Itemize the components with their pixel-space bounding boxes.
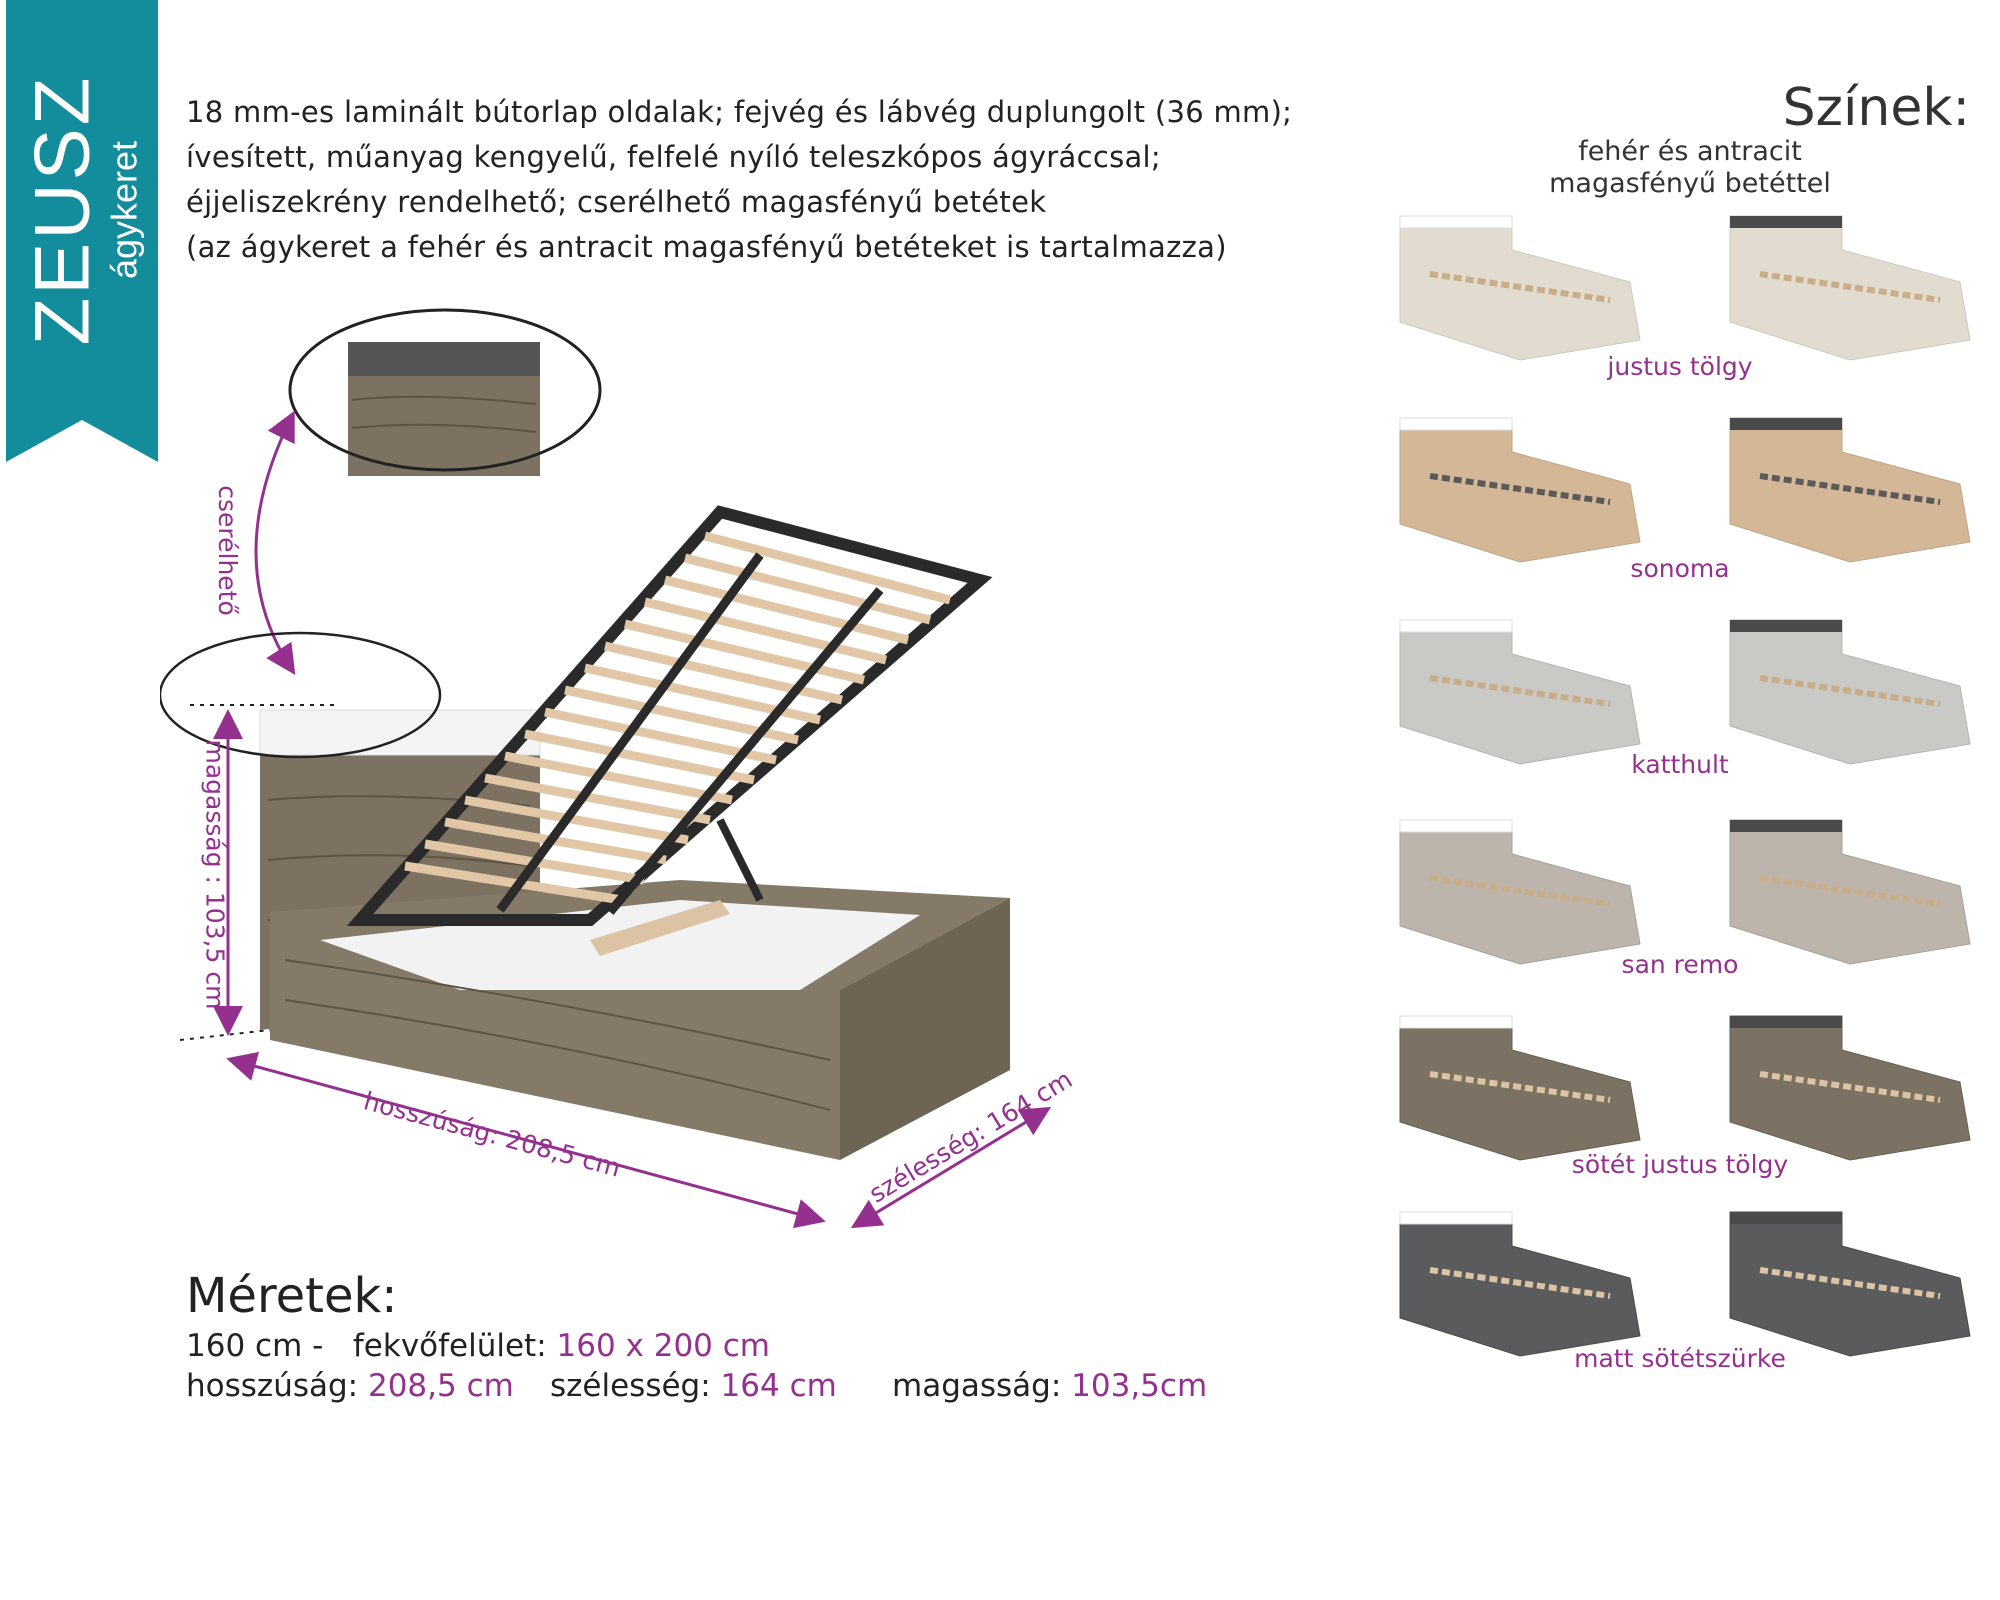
insert-note-line: magasfényű betéttel (1549, 168, 1831, 199)
length-dim-label: hosszúság: (186, 1368, 359, 1404)
bed-white-insert (1399, 1015, 1641, 1161)
swatch-name: matt sötétszürke (1574, 1344, 1786, 1373)
headboard-insert-highlight (160, 631, 442, 759)
surface-label: fekvőfelület: (352, 1328, 547, 1364)
banner-ribbon (6, 0, 158, 462)
insert-note-line: fehér és antracit (1578, 136, 1802, 167)
width-dim-label: szélesség: (550, 1368, 711, 1404)
color-swatch-row: sötét justus tölgy (1390, 1012, 1990, 1192)
bed-anthracite-insert (1729, 417, 1971, 563)
width-dim-value: 164 cm (720, 1368, 837, 1404)
replaceable-label: cserélhető (212, 485, 242, 616)
length-dim-value: 208,5 cm (367, 1368, 514, 1404)
height-dim-label: magasság: (892, 1368, 1062, 1404)
width-dimension-arrow (850, 1106, 1052, 1229)
swatch-beds (1399, 1211, 1971, 1357)
product-banner (6, 0, 158, 462)
banner-text: ZEUSZ ágykeret (6, 0, 158, 420)
color-swatch-row: katthult (1390, 616, 1990, 796)
height-label: magasság : 103,5 cm (200, 739, 230, 1010)
swatch-beds (1399, 1015, 1971, 1161)
swatch-name: sötét justus tölgy (1571, 1150, 1789, 1179)
description-line: 18 mm-es laminált bútorlap oldalak; fejv… (186, 95, 1293, 129)
bed-white-insert (1399, 215, 1641, 361)
bed-white-insert (1399, 417, 1641, 563)
guide-line (179, 1029, 271, 1041)
replaceable-arrow (254, 410, 296, 676)
color-swatch-row: matt sötétszürke (1390, 1208, 1990, 1388)
height-dimension: magasság: 103,5cm (892, 1368, 1207, 1404)
dimensions-title: Méretek: (186, 1268, 398, 1324)
description-line: éjjeliszekrény rendelhető; cserélhető ma… (186, 185, 1047, 219)
description-line: (az ágykeret a fehér és antracit magasfé… (186, 230, 1227, 264)
bed-white-insert (1399, 619, 1641, 765)
swatch-beds (1399, 819, 1971, 965)
bed-white-insert (1399, 819, 1641, 965)
color-swatch-row: san remo (1390, 816, 1990, 996)
description-line: ívesített, műanyag kengyelű, felfelé nyí… (186, 140, 1161, 174)
color-swatch-row: sonoma (1390, 414, 1990, 594)
swatch-name: san remo (1621, 950, 1739, 979)
bed-anthracite-insert (1729, 819, 1971, 965)
bed-white-insert (1399, 1211, 1641, 1357)
bed-anthracite-insert (1729, 619, 1971, 765)
swatch-beds (1399, 417, 1971, 563)
swatch-beds (1399, 215, 1971, 361)
bed-anthracite-insert (1729, 215, 1971, 361)
length-dimension: hosszúság: 208,5 cm (186, 1368, 514, 1404)
color-swatch-row: justus tölgy (1390, 212, 1990, 392)
product-title: ZEUSZ (17, 74, 106, 346)
length-dimension-arrow (226, 1051, 826, 1229)
bed-illustration (160, 308, 1052, 1229)
swatch-beds (1399, 619, 1971, 765)
lifted-slat-base (346, 505, 993, 926)
bed-anthracite-insert (1729, 1015, 1971, 1161)
swatch-name: sonoma (1630, 554, 1730, 583)
headboard-detail-zoom (288, 308, 602, 476)
insert-note: fehér és antracit magasfényű betéttel (1540, 136, 1840, 200)
product-subtitle: ágykeret (103, 140, 145, 280)
surface-line: 160 cm - fekvőfelület: 160 x 200 cm (186, 1328, 770, 1364)
surface-value: 160 x 200 cm (556, 1328, 771, 1364)
height-dim-value: 103,5cm (1071, 1368, 1208, 1404)
swatch-name: katthult (1631, 750, 1729, 779)
product-description: 18 mm-es laminált bútorlap oldalak; fejv… (186, 90, 1336, 270)
width-dimension: szélesség: 164 cm (550, 1368, 837, 1404)
colors-title: Színek: (1782, 78, 1970, 138)
swatch-name: justus tölgy (1607, 352, 1753, 381)
size-prefix: 160 cm - (186, 1328, 324, 1364)
bed-anthracite-insert (1729, 1211, 1971, 1357)
